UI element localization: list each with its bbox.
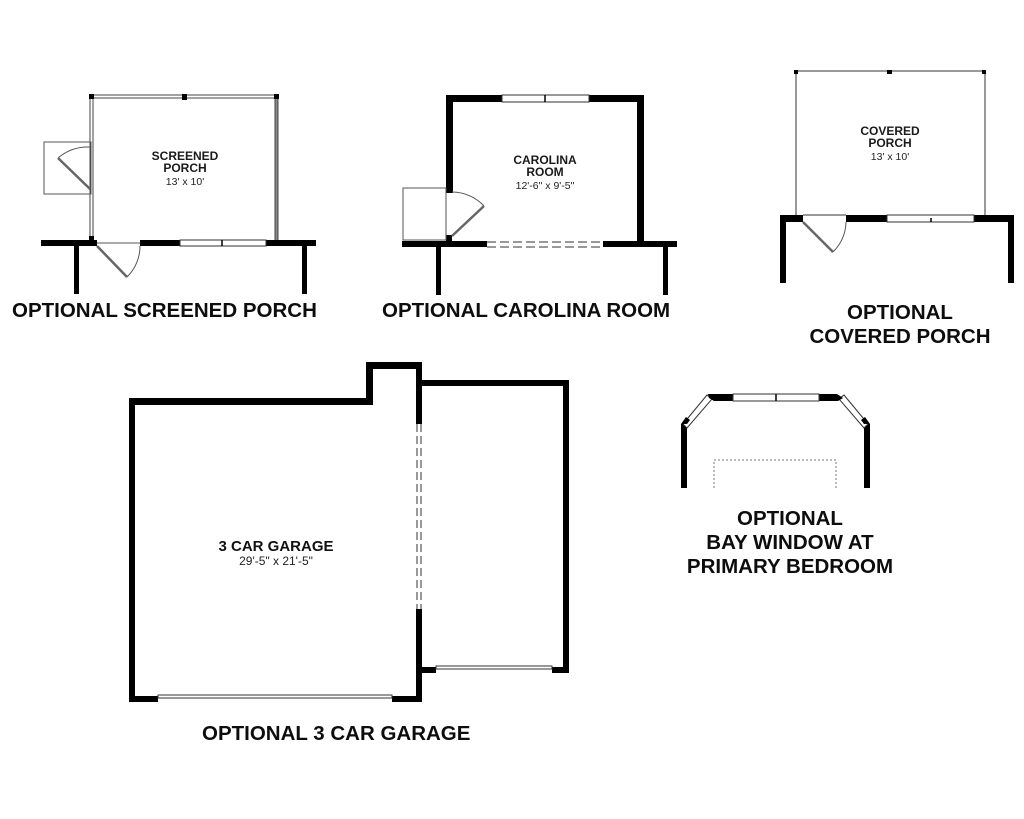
screened-porch-dimensions: 13' x 10' [166, 176, 204, 188]
caption-screened-porch: OPTIONAL SCREENED PORCH [12, 299, 317, 323]
caption-bay-window-line3: PRIMARY BEDROOM [686, 555, 894, 578]
covered-porch-name-line2: PORCH [868, 136, 911, 150]
screened-porch-name-line2: PORCH [163, 161, 206, 175]
caption-covered-porch: OPTIONAL COVERED PORCH [790, 301, 1010, 349]
screened-porch-name-line1: SCREENED [152, 149, 219, 163]
covered-porch-name-line1: COVERED [860, 124, 920, 138]
caption-three-car-garage: OPTIONAL 3 CAR GARAGE [202, 722, 470, 746]
caption-screened-porch-text: OPTIONAL SCREENED PORCH [12, 299, 317, 322]
garage-name: 3 CAR GARAGE [218, 538, 333, 555]
carolina-room-name-line1: CAROLINA [513, 153, 577, 167]
caption-covered-porch-line2: COVERED PORCH [809, 325, 991, 348]
screened-porch-plan: SCREENED PORCH 13' x 10' [41, 94, 316, 294]
covered-porch-plan: COVERED PORCH 13' x 10' [780, 70, 1014, 283]
bay-window-plan [681, 393, 870, 488]
carolina-room-dimensions: 12'-6" x 9'-5" [516, 180, 575, 192]
carolina-room-name-line2: ROOM [526, 165, 563, 179]
caption-bay-window-line2: BAY WINDOW AT [706, 531, 874, 554]
caption-bay-window-line1: OPTIONAL [737, 507, 843, 530]
garage-dimensions: 29'-5" x 21'-5" [239, 554, 313, 568]
caption-three-car-garage-text: OPTIONAL 3 CAR GARAGE [202, 722, 471, 745]
covered-porch-dimensions: 13' x 10' [871, 151, 909, 163]
three-car-garage-plan: 3 CAR GARAGE 29'-5" x 21'-5" [129, 362, 569, 702]
carolina-room-plan: CAROLINA ROOM 12'-6" x 9'-5" [402, 94, 677, 295]
caption-bay-window: OPTIONAL BAY WINDOW AT PRIMARY BEDROOM [670, 507, 910, 579]
caption-covered-porch-line1: OPTIONAL [847, 301, 953, 324]
caption-carolina-room-text: OPTIONAL CAROLINA ROOM [382, 299, 671, 322]
caption-carolina-room: OPTIONAL CAROLINA ROOM [382, 299, 670, 323]
